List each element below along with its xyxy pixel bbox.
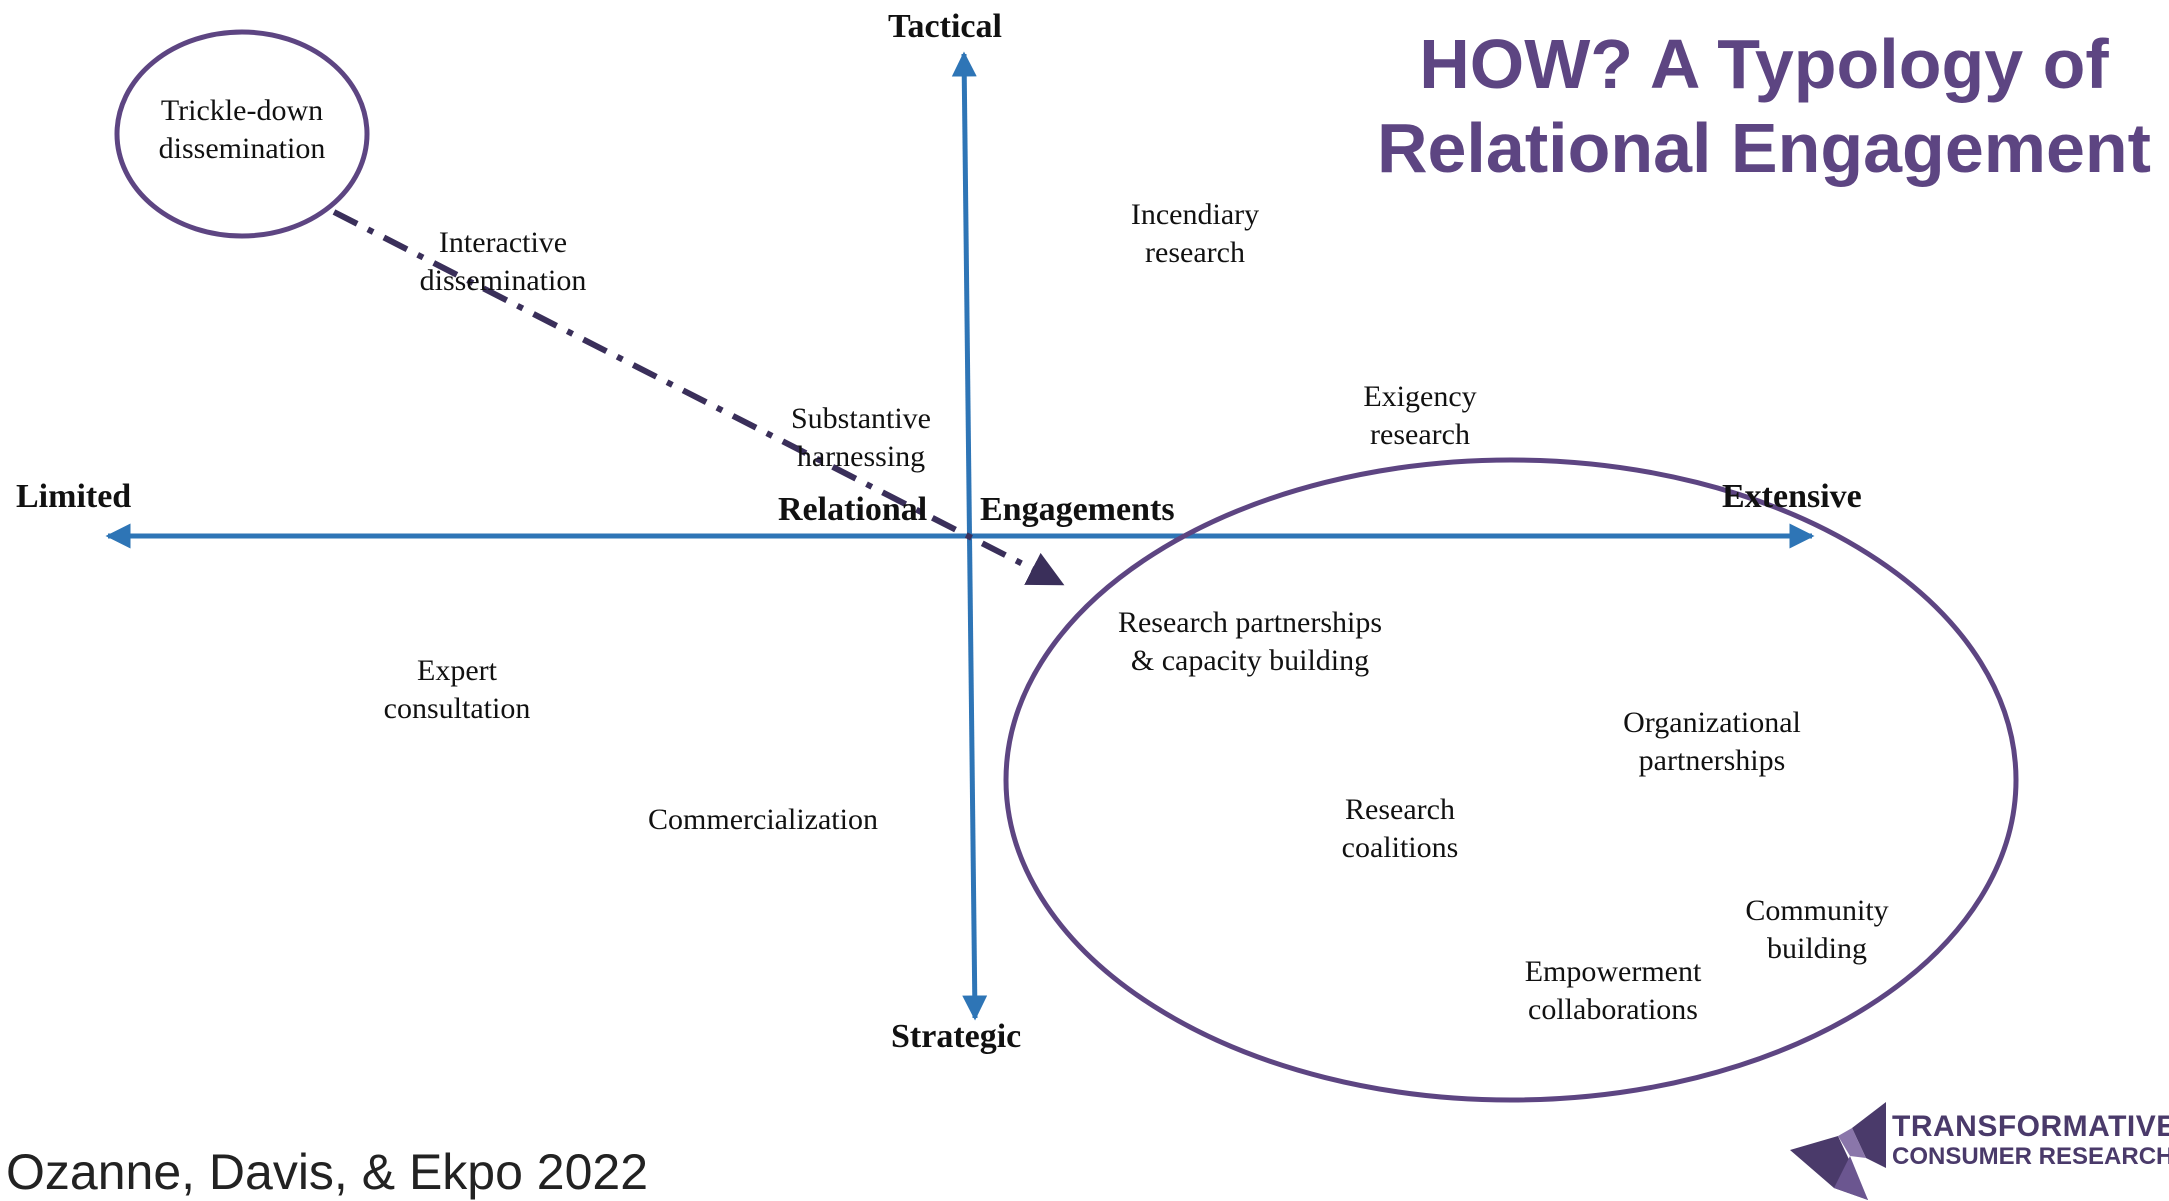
label-trickle-down-dissemination: Trickle-down dissemination (158, 94, 326, 165)
movement-arrow (332, 209, 1065, 586)
axis-label-tactical: Tactical (888, 8, 1002, 45)
axis-label-extensive: Extensive (1722, 478, 1862, 515)
label-research-coalitions: Research coalitions (1341, 793, 1459, 864)
label-substantive-harnessing: Substantive harnessing (791, 402, 931, 473)
label-community-building: Community building (1745, 894, 1889, 965)
logo-text-line2: CONSUMER RESEARCH (1892, 1143, 2169, 1170)
axis-center-label-relational: Relational (778, 491, 928, 528)
trickle-down-circle (114, 29, 370, 239)
extensive-cluster-ellipse (1003, 457, 2019, 1103)
tcr-logo: TRANSFORMATIVE CONSUMER RESEARCH (1790, 1098, 2169, 1200)
label-organizational-partnerships: Organizational partnerships (1623, 706, 1801, 777)
label-exigency-research: Exigency research (1363, 380, 1477, 451)
tcr-logo-icon (1790, 1102, 1886, 1200)
label-research-partnerships: Research partnerships & capacity buildin… (1117, 606, 1383, 677)
label-commercialization: Commercialization (648, 803, 878, 836)
axis-label-limited: Limited (16, 478, 132, 515)
label-expert-consultation: Expert consultation (383, 654, 531, 725)
label-incendiary-research: Incendiary research (1130, 198, 1260, 269)
axis-label-strategic: Strategic (891, 1018, 1022, 1055)
slide-title: HOW? A Typology of Relational Engagement (1376, 25, 2151, 187)
logo-text-line1: TRANSFORMATIVE (1892, 1110, 2169, 1143)
label-empowerment-collaborations: Empowerment collaborations (1524, 955, 1702, 1026)
citation: Ozanne, Davis, & Ekpo 2022 (6, 1144, 649, 1200)
label-interactive-dissemination: Interactive dissemination (419, 226, 587, 297)
axis-center-label-engagements: Engagements (980, 491, 1175, 528)
